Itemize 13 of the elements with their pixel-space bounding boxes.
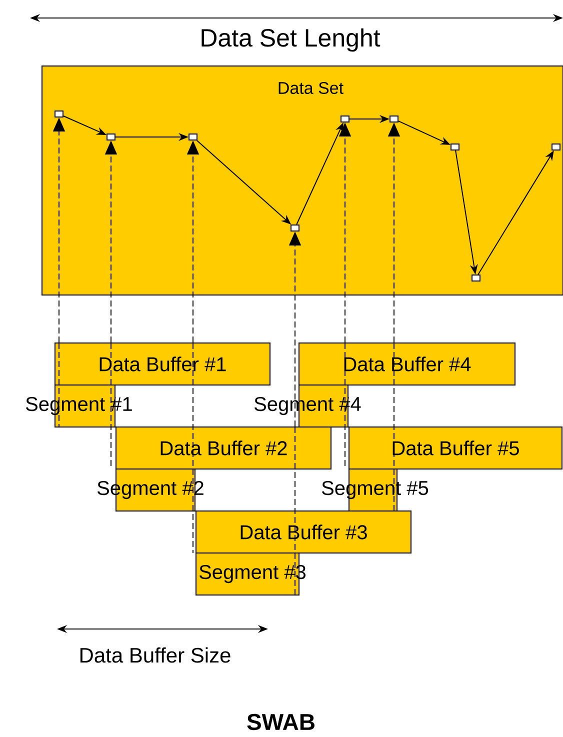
data-point	[552, 144, 560, 150]
data-point	[472, 274, 480, 282]
data-set-box: Data Set	[42, 66, 563, 296]
data-point	[106, 134, 116, 140]
caption: SWAB	[247, 714, 314, 730]
data-point	[290, 224, 300, 232]
data-point	[450, 144, 460, 150]
dimension-label: Data Buffer Size	[80, 647, 230, 663]
data-point	[54, 110, 64, 118]
data-point	[188, 134, 198, 140]
data-point	[340, 116, 350, 122]
data-point	[390, 116, 398, 122]
dimension-label: Data Set Lenght	[202, 28, 380, 52]
